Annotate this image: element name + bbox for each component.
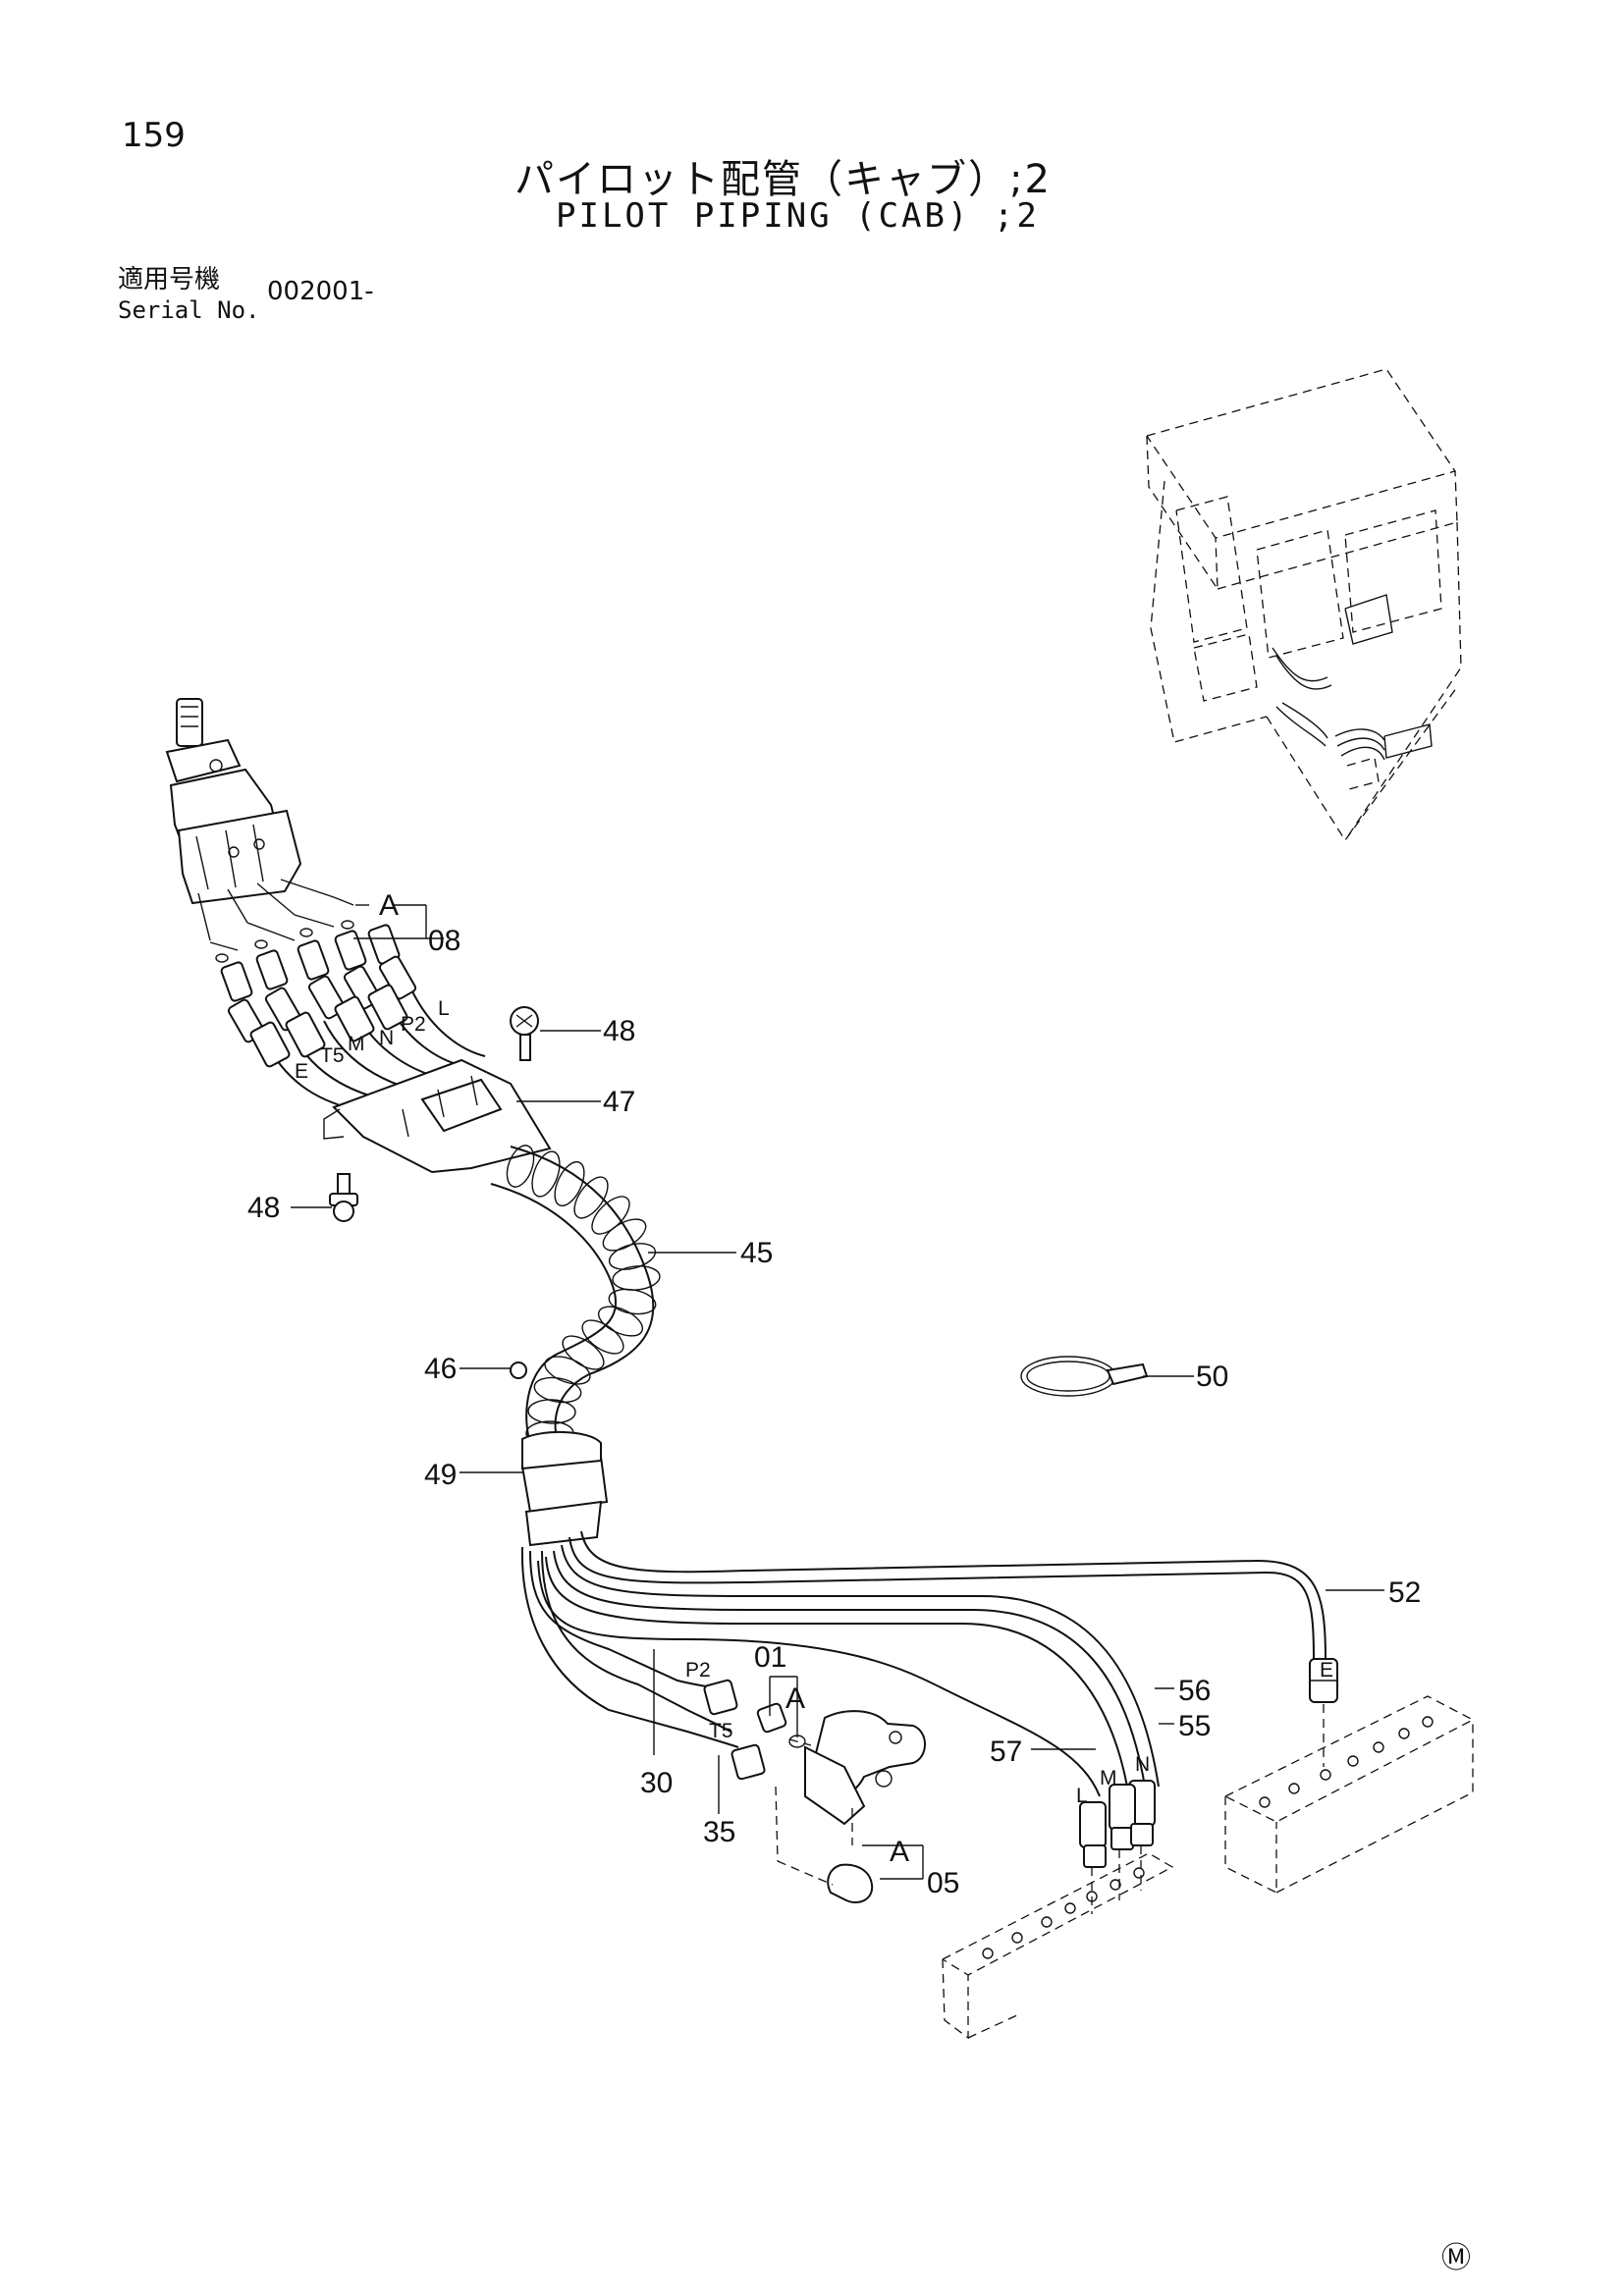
callout-leaders <box>291 904 1384 1880</box>
marker-a-middle: A <box>785 1682 805 1715</box>
marker-a-upper: A <box>379 889 399 922</box>
corrugated-tube <box>490 1145 661 1464</box>
callout-56: 56 <box>1178 1675 1211 1707</box>
port-label-n-right: N <box>1135 1753 1150 1776</box>
serial-label-english: Serial No. <box>118 296 260 324</box>
callout-52: 52 <box>1388 1576 1421 1609</box>
pilot-valve-assembly <box>165 698 354 963</box>
callout-47: 47 <box>603 1086 635 1118</box>
port-label-t5-lower: T5 <box>709 1720 733 1742</box>
callout-55: 55 <box>1178 1710 1211 1742</box>
callout-48-upper: 48 <box>603 1015 635 1047</box>
port-label-l-right: L <box>1076 1785 1088 1807</box>
clamp-band <box>1020 1356 1149 1397</box>
page-title-japanese: パイロット配管（キャブ）;2 <box>514 157 1052 202</box>
port-label-n: N <box>379 1027 394 1049</box>
callout-48-lower: 48 <box>247 1192 280 1224</box>
hose-manifold-block <box>323 1058 552 1174</box>
callout-46: 46 <box>424 1353 457 1385</box>
page-title-english: PILOT PIPING (CAB) ;2 <box>556 196 1040 236</box>
adapter-fittings <box>703 1679 926 1903</box>
callout-30: 30 <box>640 1767 673 1799</box>
callout-labels: 08 48 47 48 45 46 50 49 52 01 56 55 57 3… <box>247 925 1421 1899</box>
marker-a-lower: A <box>890 1836 909 1868</box>
callout-50: 50 <box>1196 1361 1228 1393</box>
port-label-l: L <box>438 997 450 1020</box>
port-labels: L P2 N M T5 E P2 T5 E M N L <box>295 997 1333 1807</box>
tube-clamp <box>510 1362 609 1547</box>
callout-35: 35 <box>703 1816 735 1848</box>
corner-mark: Ⓜ <box>1441 2241 1471 2275</box>
port-label-m: M <box>348 1033 365 1055</box>
port-label-p2: P2 <box>401 1013 426 1036</box>
hose-end-fittings <box>1079 1658 1338 1868</box>
cab-overview-illustration <box>1146 368 1462 842</box>
mounting-brackets <box>775 1695 1475 2040</box>
callout-49: 49 <box>424 1459 457 1491</box>
pilot-hose-bundle <box>249 984 486 1110</box>
hose-lines <box>520 1530 1326 1797</box>
callout-57: 57 <box>990 1735 1022 1768</box>
callout-45: 45 <box>740 1237 773 1269</box>
bolts <box>329 1006 539 1222</box>
callout-08: 08 <box>428 925 460 957</box>
section-markers: A A A <box>379 889 909 1868</box>
port-label-p2-lower: P2 <box>685 1659 711 1682</box>
port-label-e: E <box>295 1060 308 1083</box>
page-number: 159 <box>122 116 186 155</box>
serial-label-japanese: 適用号機 <box>118 265 221 294</box>
callout-01: 01 <box>754 1641 786 1674</box>
callout-05: 05 <box>927 1867 959 1899</box>
port-label-t5: T5 <box>320 1044 345 1067</box>
port-label-e-right: E <box>1320 1659 1333 1682</box>
port-label-m-right: M <box>1100 1767 1117 1789</box>
serial-number-value: 002001- <box>267 277 374 306</box>
